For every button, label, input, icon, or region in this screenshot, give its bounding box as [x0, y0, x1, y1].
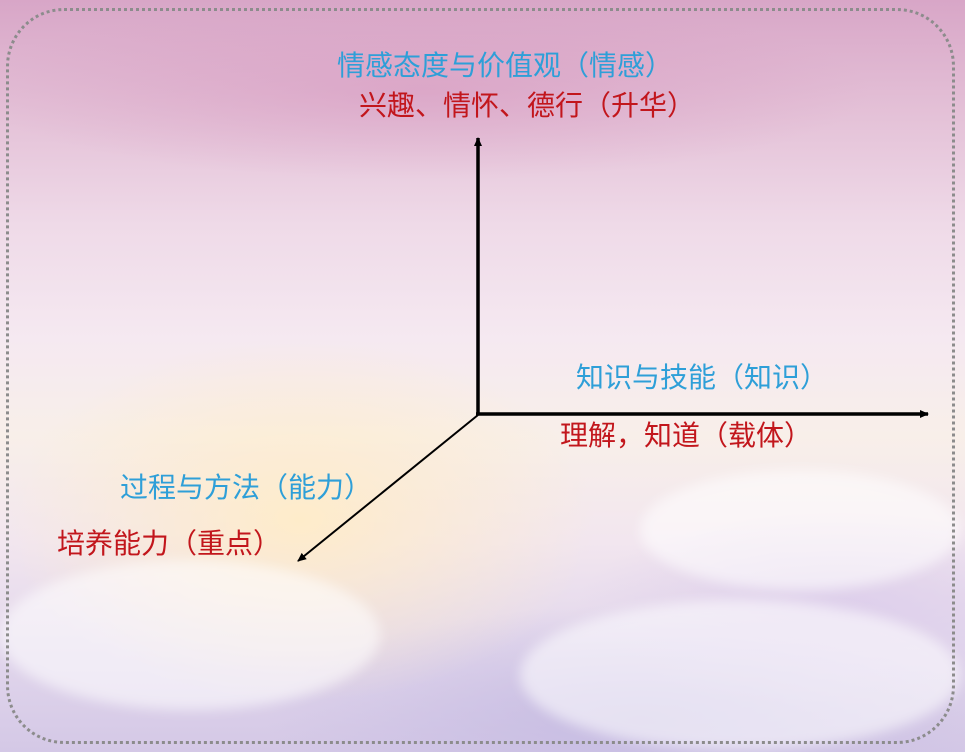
cloud-shape	[520, 600, 960, 750]
cloud-shape	[0, 560, 380, 710]
diagonal-axis-arrow	[297, 414, 479, 562]
diagonal-axis-title: 过程与方法（能力）	[120, 471, 373, 504]
horizontal-axis-subtitle: 理解，知道（载体）	[560, 419, 813, 452]
horizontal-axis-title: 知识与技能（知识）	[576, 361, 829, 394]
diagonal-axis-subtitle: 培养能力（重点）	[57, 527, 282, 560]
cloud-shape	[640, 470, 960, 590]
dotted-frame	[6, 8, 955, 744]
vertical-axis-title: 情感态度与价值观（情感）	[337, 49, 674, 82]
vertical-axis-subtitle: 兴趣、情怀、德行（升华）	[359, 89, 696, 122]
